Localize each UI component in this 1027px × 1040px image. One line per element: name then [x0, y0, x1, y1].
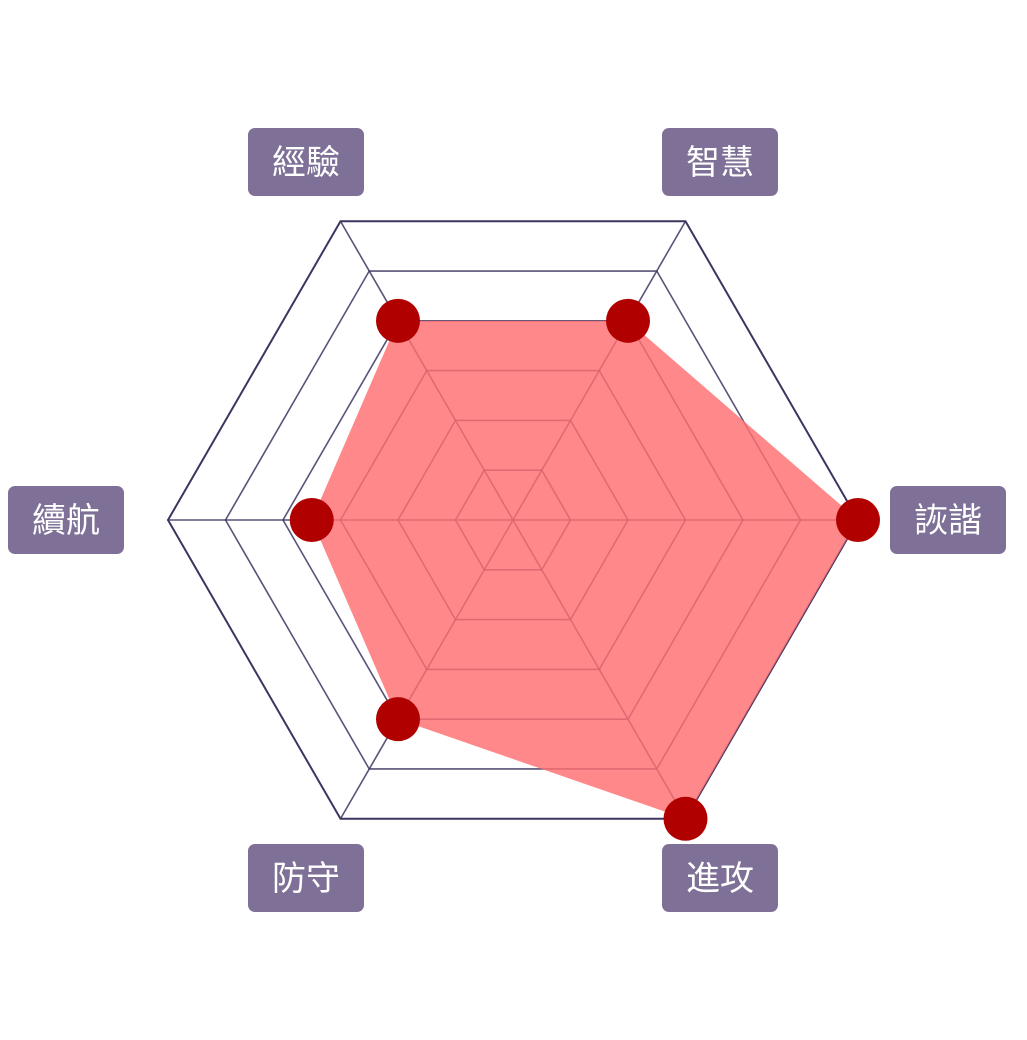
radar-data-area — [311, 320, 858, 819]
axis-label: 防守 — [248, 844, 364, 912]
axis-label: 經驗 — [248, 128, 364, 196]
axis-label-text: 詼諧 — [914, 501, 982, 541]
axis-label-text: 進攻 — [686, 859, 754, 899]
data-point — [836, 498, 880, 542]
axis-label: 續航 — [8, 486, 124, 554]
data-point — [376, 697, 420, 742]
radar-data-points — [289, 298, 880, 841]
axis-label-text: 智慧 — [686, 143, 754, 183]
axis-label-box — [662, 128, 778, 196]
data-point — [289, 498, 334, 542]
axis-label-box — [662, 844, 778, 912]
axis-label-text: 經驗 — [272, 143, 340, 183]
axis-label-text: 防守 — [272, 859, 340, 899]
axis-label: 進攻 — [662, 844, 778, 912]
axis-label-box — [248, 128, 364, 196]
axis-label: 智慧 — [662, 128, 778, 196]
axis-label-text: 續航 — [32, 501, 100, 541]
data-point — [606, 298, 650, 343]
axis-label-box — [248, 844, 364, 912]
axis-label: 詼諧 — [890, 486, 1006, 554]
data-area — [311, 320, 858, 819]
axis-label-box — [890, 486, 1006, 554]
axis-label-box — [8, 486, 124, 554]
data-point — [376, 298, 420, 343]
data-point — [663, 796, 708, 841]
